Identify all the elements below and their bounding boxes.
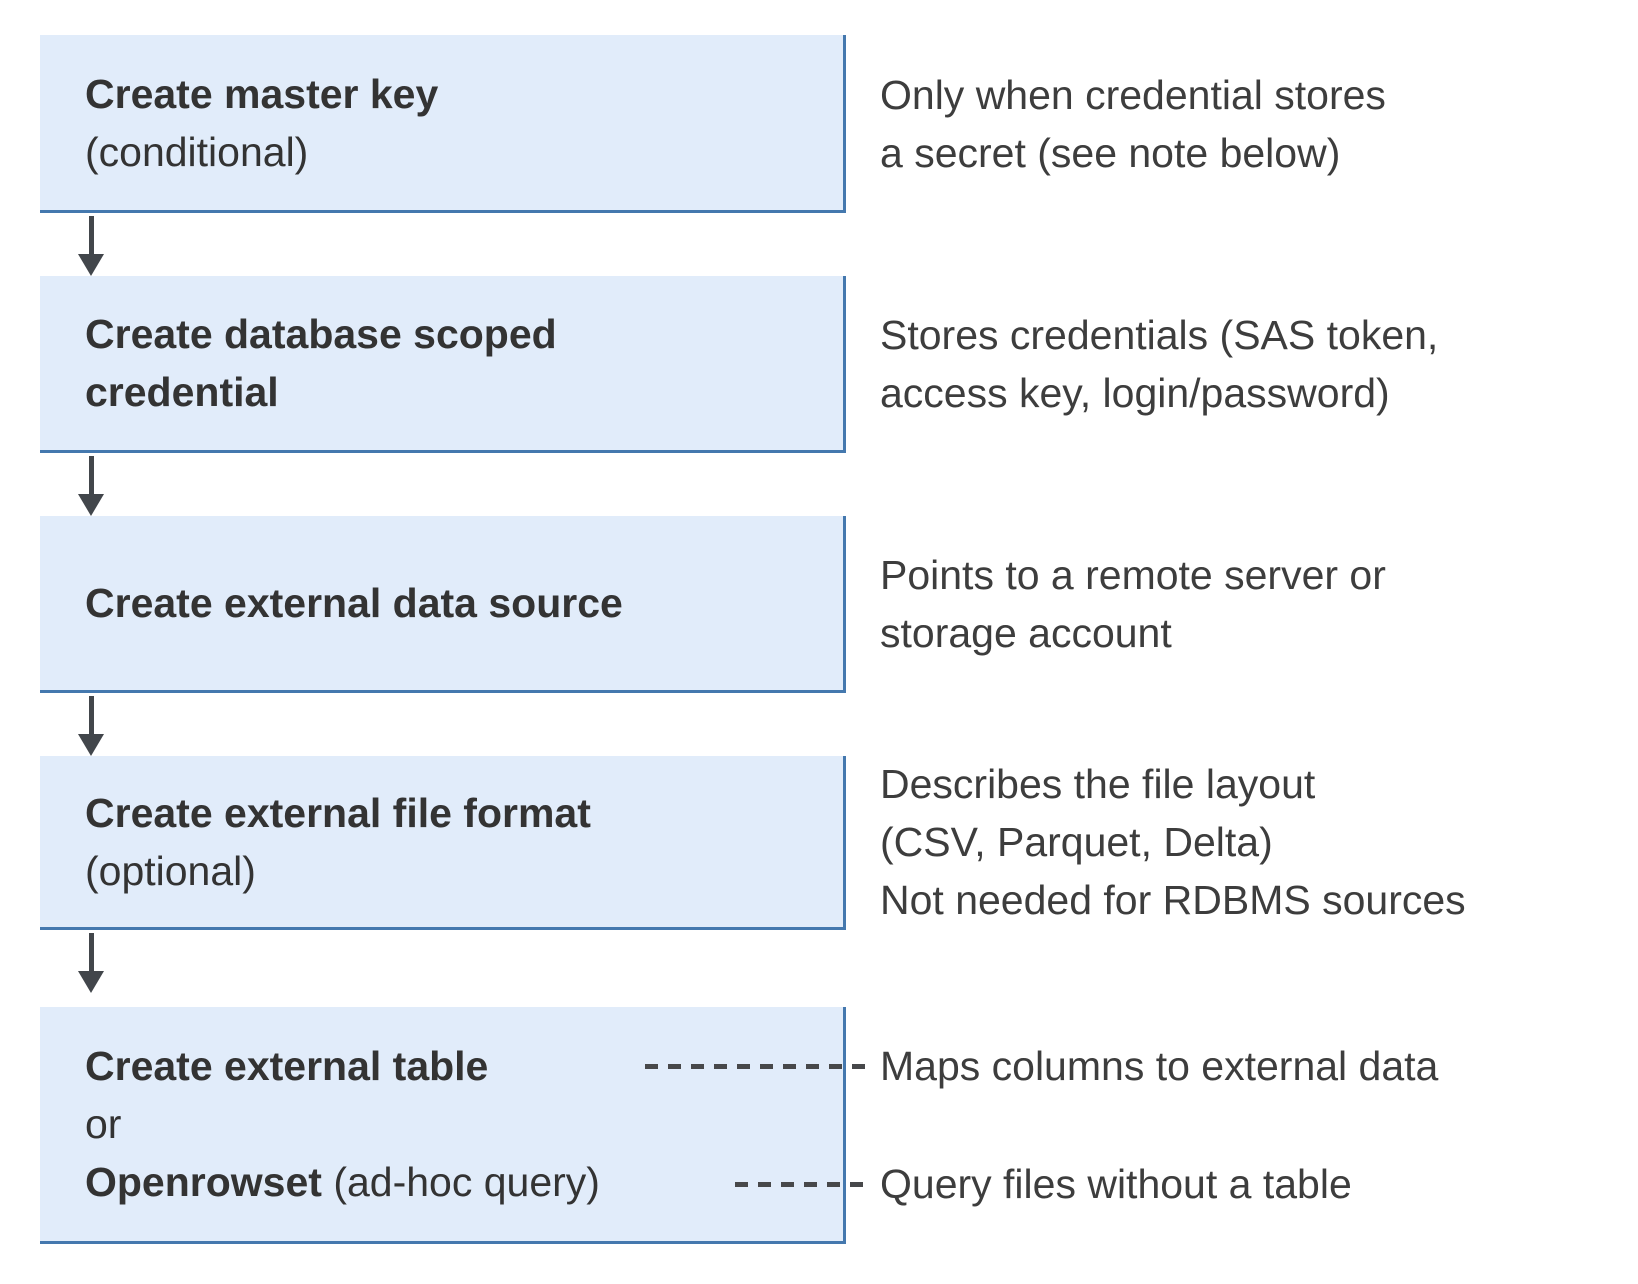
arrow-head: [78, 254, 104, 276]
step-box-create-external-file-format: Create external file format (optional): [40, 756, 846, 930]
arrow-shaft: [88, 456, 94, 494]
step-title-line2: credential: [85, 369, 279, 415]
step-option-create-external-table: Create external table: [85, 1043, 489, 1089]
note-master-key: Only when credential stores a secret (se…: [880, 66, 1386, 182]
step-box-create-external-data-source: Create external data source: [40, 516, 846, 693]
down-arrow-icon-2: [78, 456, 104, 516]
note-scoped-credential: Stores credentials (SAS token, access ke…: [880, 306, 1438, 422]
step-option-connector: or: [85, 1101, 122, 1147]
note-line: Only when credential stores: [880, 72, 1386, 118]
step-option-openrowset-line: Openrowset (ad-hoc query): [85, 1153, 843, 1211]
step-box-create-database-scoped-credential: Create database scoped credential: [40, 276, 846, 453]
note-line: a secret (see note below): [880, 130, 1341, 176]
note-openrowset: Query files without a table: [880, 1155, 1352, 1213]
note-line: (CSV, Parquet, Delta): [880, 819, 1273, 865]
arrow-head: [78, 494, 104, 516]
note-line: Query files without a table: [880, 1161, 1352, 1207]
step-title-line1: Create database scoped: [85, 311, 557, 357]
note-data-source: Points to a remote server or storage acc…: [880, 546, 1386, 662]
dashed-connector-openrowset: [735, 1182, 873, 1187]
note-line: access key, login/password): [880, 370, 1390, 416]
note-line: Maps columns to external data: [880, 1043, 1439, 1089]
note-line: Stores credentials (SAS token,: [880, 312, 1439, 358]
step-title: Create external data source: [85, 580, 623, 626]
step-box-create-external-table-or-openrowset: Create external table or Openrowset (ad-…: [40, 1007, 846, 1244]
note-line: storage account: [880, 610, 1172, 656]
openrowset-label: Openrowset: [85, 1159, 322, 1205]
note-external-table: Maps columns to external data: [880, 1037, 1438, 1095]
note-file-format: Describes the file layout (CSV, Parquet,…: [880, 755, 1466, 929]
note-line: Describes the file layout: [880, 761, 1316, 807]
down-arrow-icon-4: [78, 933, 104, 993]
step-subtitle: (optional): [85, 847, 256, 894]
step-subtitle: (conditional): [85, 128, 309, 175]
down-arrow-icon-3: [78, 696, 104, 756]
step-title: Create external file format: [85, 789, 591, 836]
arrow-shaft: [88, 933, 94, 971]
step-box-create-master-key: Create master key (conditional): [40, 35, 846, 213]
step-title: Create master key: [85, 70, 439, 117]
arrow-head: [78, 734, 104, 756]
note-line: Points to a remote server or: [880, 552, 1386, 598]
arrow-shaft: [88, 216, 94, 254]
arrow-shaft: [88, 696, 94, 734]
openrowset-qualifier: (ad-hoc query): [321, 1159, 600, 1205]
down-arrow-icon-1: [78, 216, 104, 276]
note-line: Not needed for RDBMS sources: [880, 877, 1466, 923]
arrow-head: [78, 971, 104, 993]
dashed-connector-external-table: [645, 1064, 873, 1069]
